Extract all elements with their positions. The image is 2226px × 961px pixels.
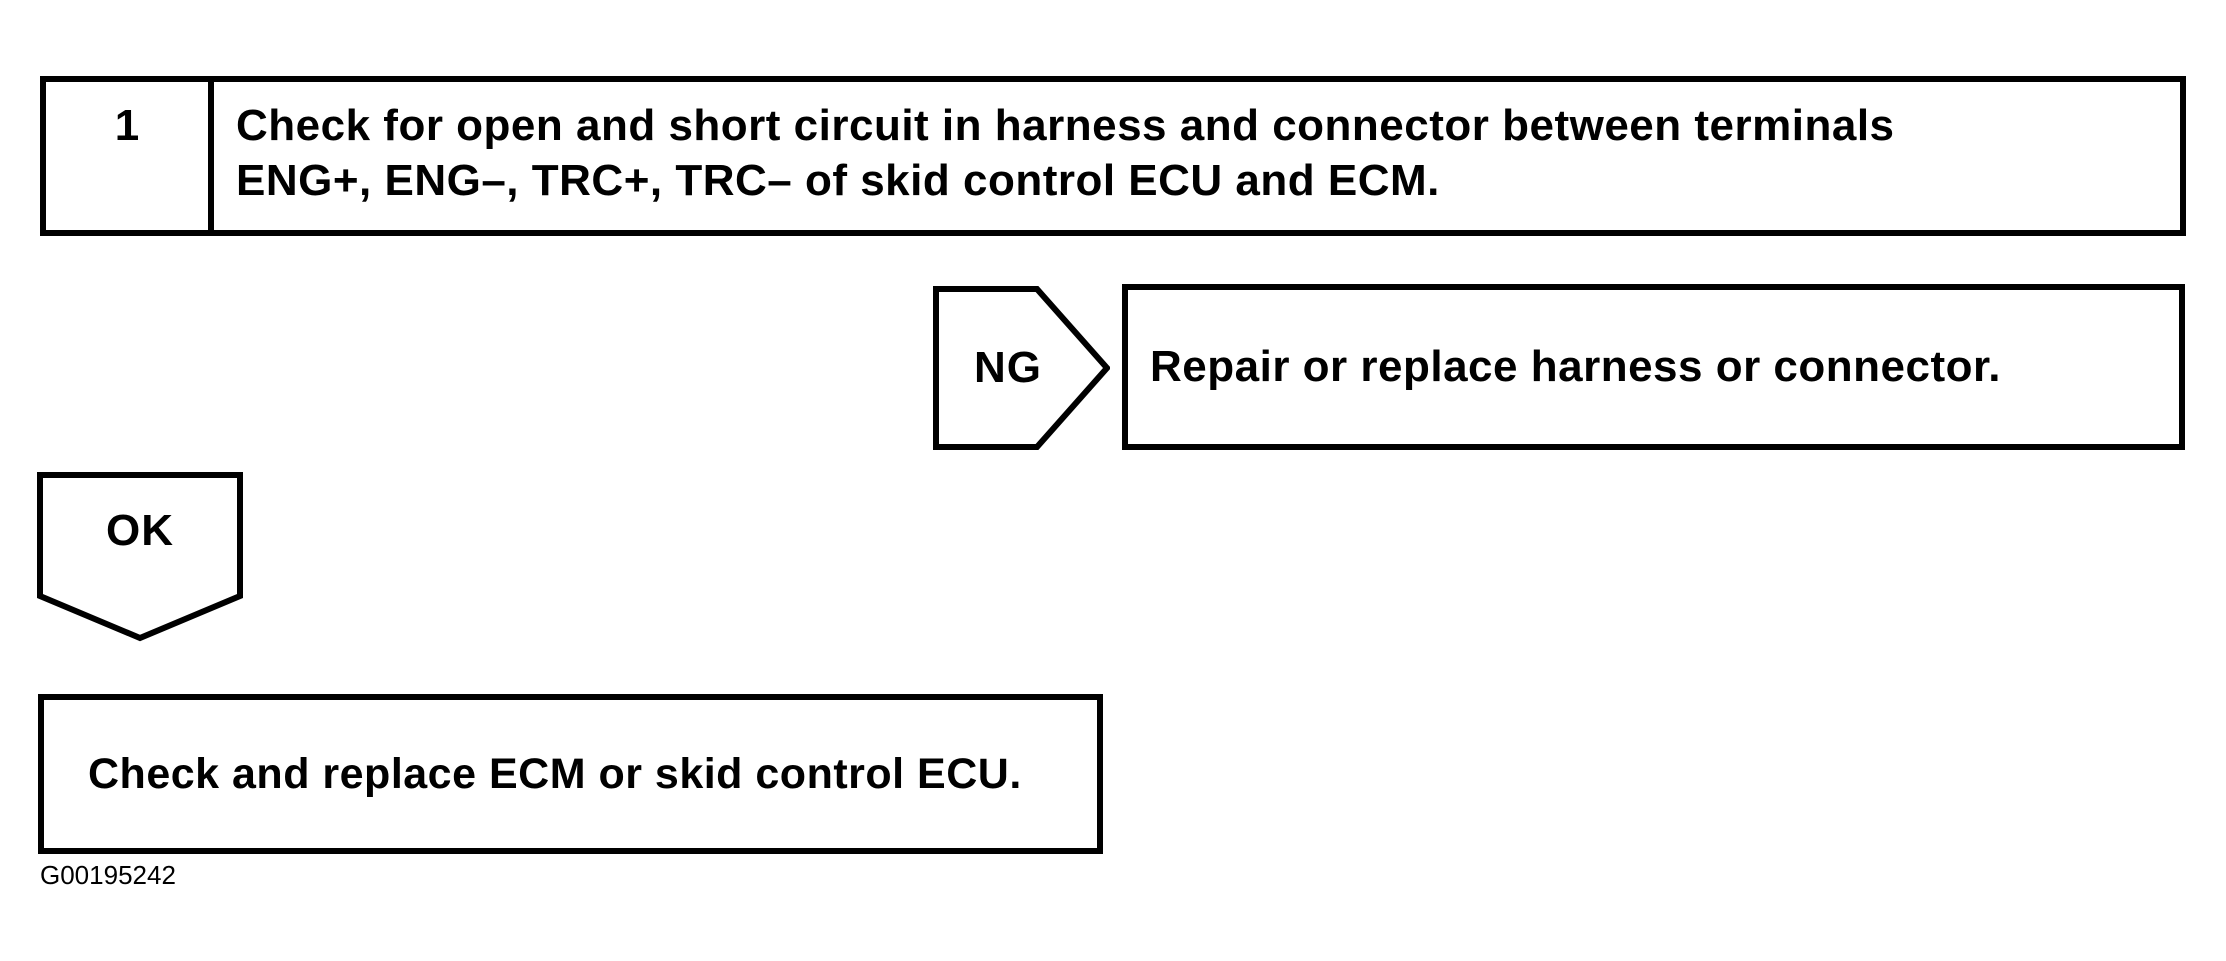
- step-box: 1 Check for open and short circuit in ha…: [40, 76, 2186, 236]
- ng-pentagon-icon: [933, 286, 1110, 450]
- step-instruction: Check for open and short circuit in harn…: [214, 82, 2180, 230]
- ng-action-text: Repair or replace harness or connector.: [1150, 342, 2001, 391]
- ok-pentagon-icon: [37, 472, 243, 642]
- step-instruction-line1: Check for open and short circuit in harn…: [236, 101, 1895, 150]
- figure-id: G00195242: [40, 860, 176, 890]
- ng-connector-shape: [933, 286, 1110, 450]
- ng-action-box: Repair or replace harness or connector.: [1122, 284, 2185, 450]
- step-number: 1: [46, 82, 214, 230]
- ok-connector-shape: [37, 472, 243, 642]
- ok-connector-label: OK: [106, 506, 174, 555]
- ok-action-text: Check and replace ECM or skid control EC…: [88, 749, 1022, 798]
- step-instruction-line2: ENG+, ENG–, TRC+, TRC– of skid control E…: [236, 156, 1440, 205]
- ng-connector-label: NG: [974, 343, 1042, 392]
- ok-action-box: Check and replace ECM or skid control EC…: [38, 694, 1103, 854]
